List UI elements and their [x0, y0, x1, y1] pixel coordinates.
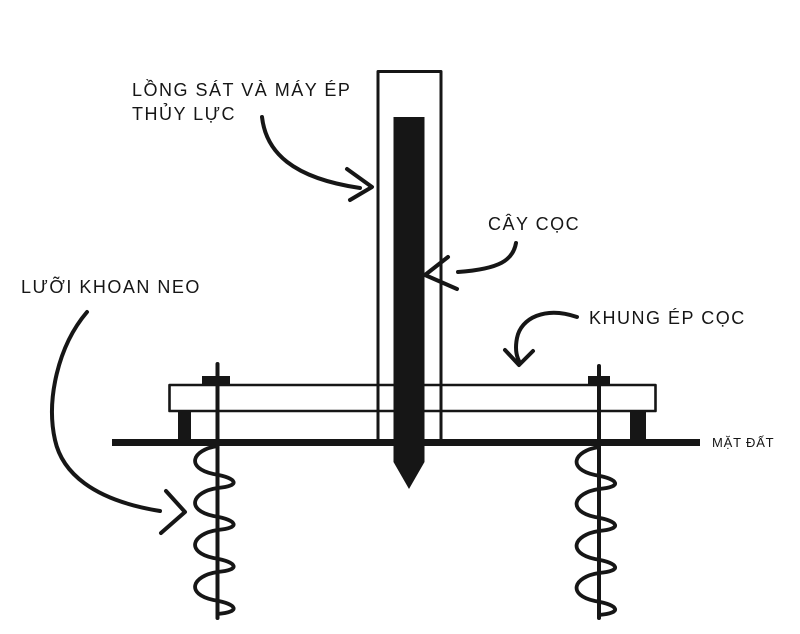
label-hydraulic-press: LỒNG SÁT VÀ MÁY ÉP THỦY LỰC [132, 78, 351, 126]
anchor-clamp-left [202, 376, 230, 385]
pile [393, 117, 425, 489]
arrowhead-to-frame [503, 348, 535, 367]
solid-parts [112, 117, 700, 489]
arrow-to-frame [513, 310, 579, 363]
label-screw-anchor: LƯỠI KHOAN NEO [21, 277, 201, 297]
arrow-to-pile [456, 241, 518, 274]
anchor-screw-right [574, 445, 618, 617]
label-pile: CÂY CỌC [488, 214, 581, 234]
press-machine-casing [376, 70, 443, 443]
label-press-frame: KHUNG ÉP CỌC [589, 308, 746, 328]
frame-leg-right [630, 410, 646, 440]
anchor-clamp-right [588, 376, 610, 385]
arrowhead-to-anchor [159, 489, 187, 535]
frame-leg-left [178, 410, 191, 440]
arrow-to-anchor [50, 310, 162, 513]
linework [50, 70, 657, 620]
label-hydraulic-press-line2: THỦY LỰC [132, 104, 237, 124]
label-ground-surface: MẶT ĐẤT [712, 435, 775, 450]
label-hydraulic-press-line1: LỒNG SÁT VÀ MÁY ÉP [132, 80, 352, 100]
arrowhead-to-casing [345, 167, 374, 202]
arrowhead-to-pile [423, 255, 459, 291]
arrow-to-casing [260, 115, 362, 190]
anchor-screw-left [193, 444, 236, 616]
